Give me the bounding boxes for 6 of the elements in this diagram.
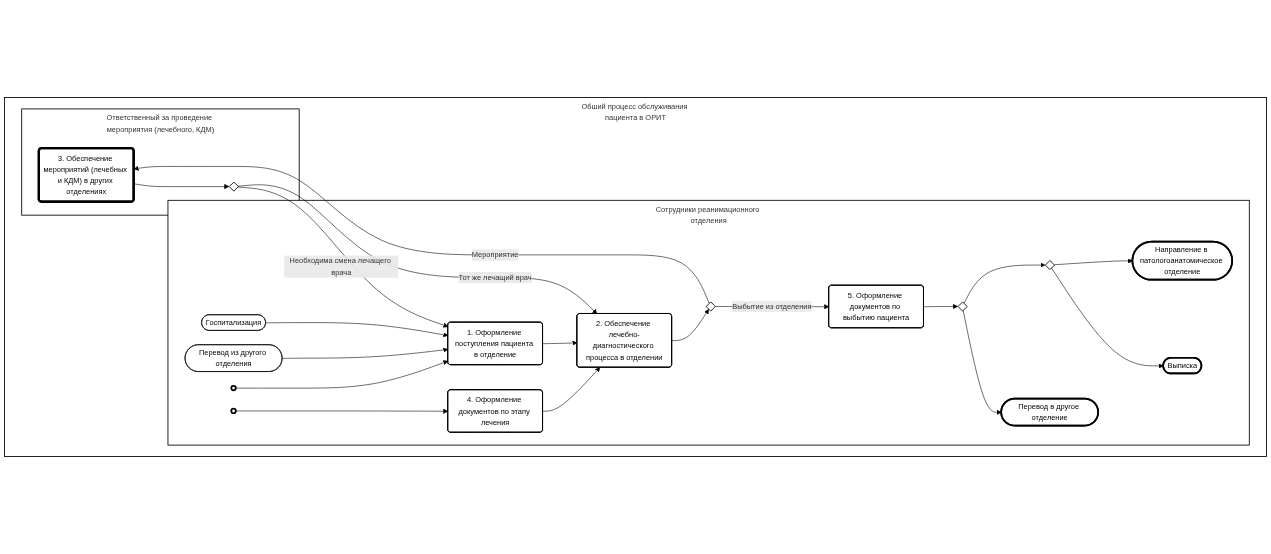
node-diamond xyxy=(1044,260,1055,271)
node-circle xyxy=(230,407,237,415)
node-diamond xyxy=(957,301,968,312)
node-circle xyxy=(230,384,237,392)
node-diamond xyxy=(705,301,716,312)
node-diamond xyxy=(228,181,239,192)
